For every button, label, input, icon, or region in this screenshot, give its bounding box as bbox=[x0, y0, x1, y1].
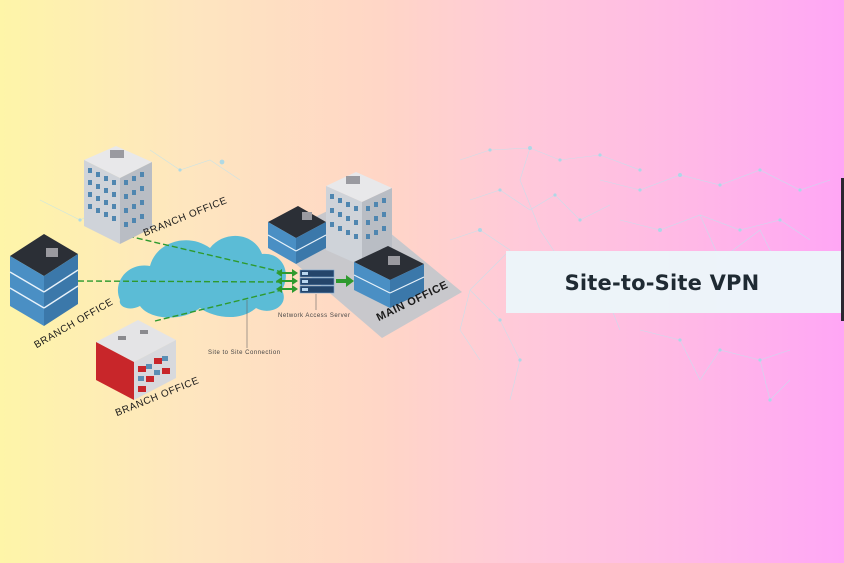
cloud-icon bbox=[117, 235, 286, 318]
branch-office-left-building-icon bbox=[9, 234, 79, 326]
server-to-main-arrow-icon bbox=[336, 275, 354, 287]
branch-office-bottom-building-icon bbox=[96, 320, 176, 400]
branch-office-top-building-icon bbox=[84, 146, 152, 244]
network-access-server-icon bbox=[299, 269, 335, 310]
edge-divider bbox=[841, 178, 844, 321]
site-to-site-connection-label: Site to Site Connection bbox=[208, 350, 281, 356]
bidirectional-arrows-icon bbox=[276, 269, 298, 293]
main-office-tower-icon bbox=[326, 172, 392, 266]
main-office-building-icon bbox=[353, 246, 425, 308]
network-access-server-label: Network Access Server bbox=[278, 313, 351, 319]
page-title: Site-to-Site VPN bbox=[564, 271, 760, 295]
title-banner: Site-to-Site VPN bbox=[506, 251, 844, 313]
main-office-annex-icon bbox=[267, 206, 327, 264]
